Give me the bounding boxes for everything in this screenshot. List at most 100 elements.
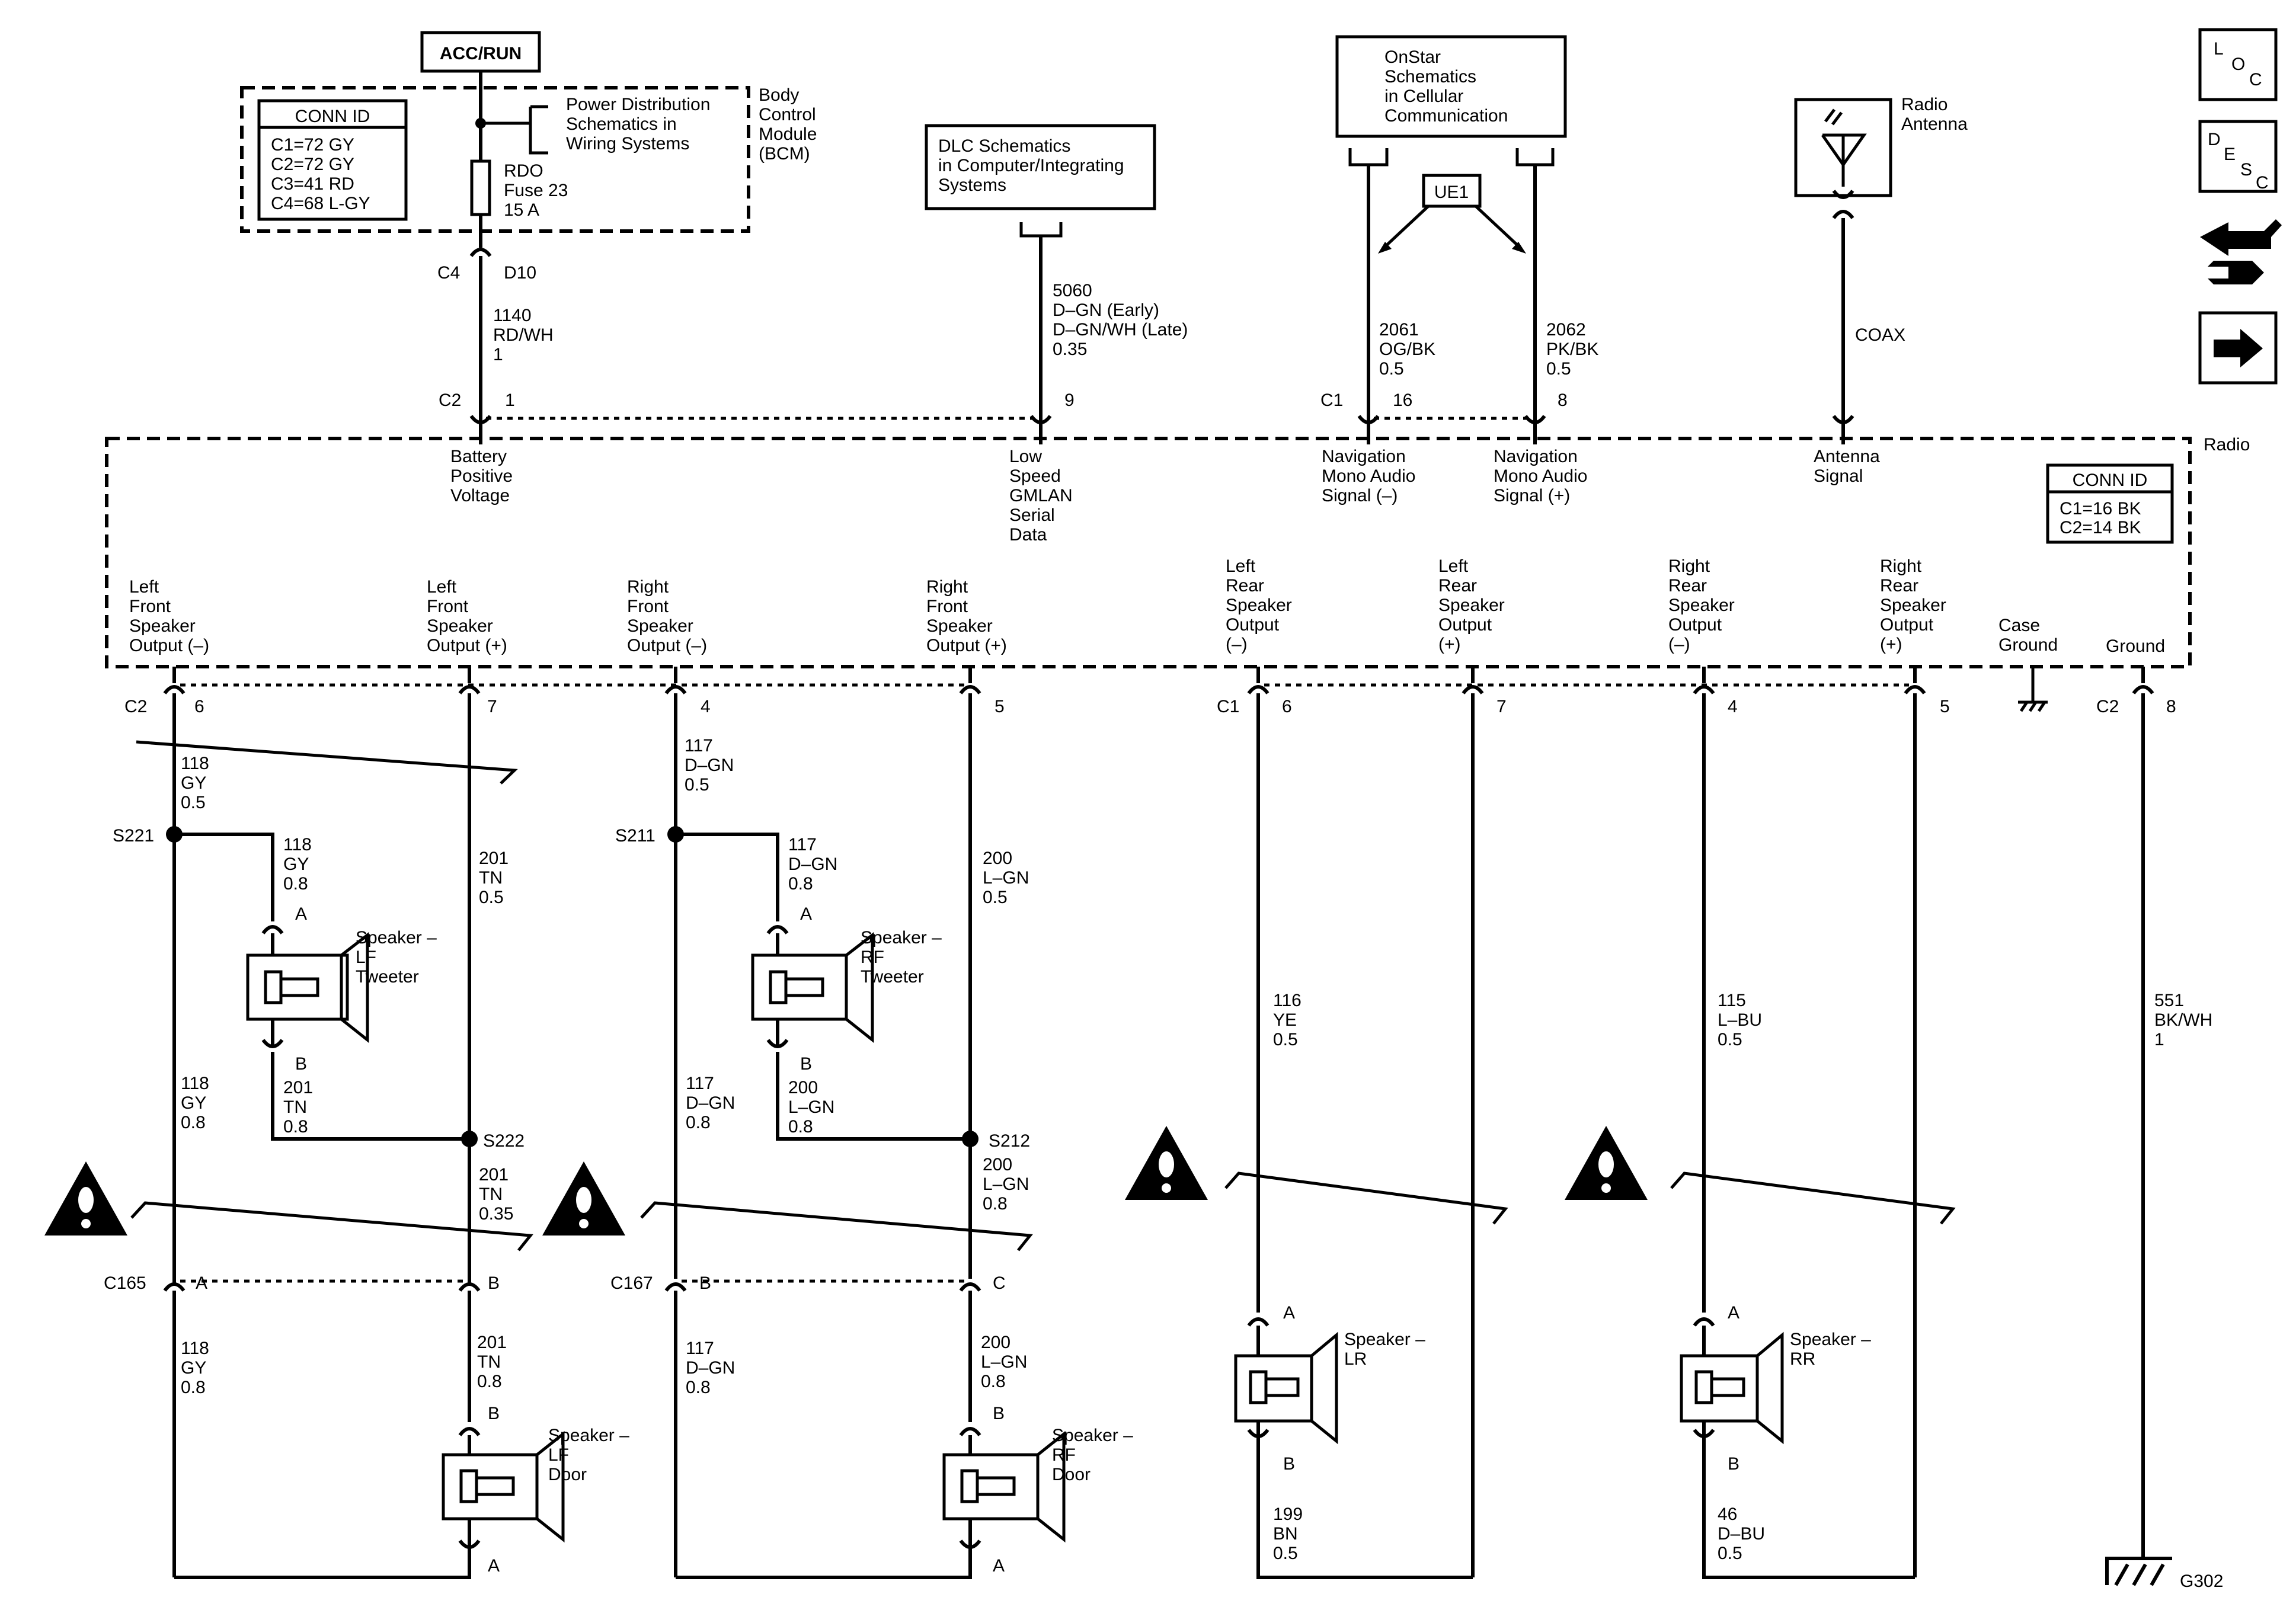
acc-run-label: ACC/RUN	[440, 44, 522, 63]
radio-bottom-connectors	[163, 685, 2154, 694]
rr-circuit	[1670, 693, 1956, 1579]
coax-label: COAX	[1855, 325, 1905, 345]
svg-text:B: B	[488, 1404, 500, 1423]
lf-door-speaker-icon	[442, 1453, 539, 1521]
radio-antenna-label: Radio Antenna	[1901, 95, 1968, 134]
svg-text:D E S C: D E S C	[2208, 130, 2269, 193]
ground-circuit	[2105, 693, 2172, 1586]
svg-text:5: 5	[994, 697, 1005, 716]
radio-conn-id-list: C1=16 BK C2=14 BK	[2060, 499, 2146, 537]
svg-text:A: A	[1283, 1303, 1295, 1323]
svg-text:A: A	[993, 1556, 1005, 1576]
rdo-fuse	[470, 159, 491, 216]
ue1-box	[1422, 174, 1482, 208]
svg-text:B: B	[800, 1054, 812, 1074]
svg-text:7: 7	[487, 697, 497, 716]
rr-speaker-label: Speaker –RR	[1790, 1330, 1871, 1369]
warning-icon[interactable]	[1125, 1126, 1208, 1200]
svg-text:A: A	[295, 904, 307, 924]
radio-conn-id-title: CONN ID	[2073, 470, 2148, 490]
splice-s212: S212	[989, 1131, 1030, 1151]
nav-minus-label: Navigation Mono Audio Signal (–)	[1322, 447, 1421, 505]
case-ground-label: Case Ground	[1998, 616, 2058, 655]
warning-icon[interactable]	[1565, 1126, 1648, 1200]
svg-text:16: 16	[1393, 391, 1412, 410]
radio-conn-id-box	[2046, 463, 2174, 544]
warning-icon[interactable]	[44, 1161, 127, 1235]
splice-s211: S211	[615, 826, 655, 846]
lr-minus-label: Left Rear Speaker Output (–)	[1226, 556, 1297, 654]
svg-text:4: 4	[1728, 697, 1738, 716]
lf-tweeter-speaker-icon	[246, 953, 343, 1021]
bcm-conn-id-title: CONN ID	[295, 107, 370, 126]
loc-icon[interactable]	[2198, 28, 2278, 101]
wire-2061-label: 2061 OG/BK 0.5	[1379, 320, 1440, 379]
onstar-box	[1335, 35, 1567, 138]
svg-text:C2: C2	[2096, 697, 2119, 716]
svg-text:1: 1	[505, 391, 515, 410]
svg-text:B: B	[1283, 1454, 1295, 1474]
svg-text:6: 6	[1282, 697, 1292, 716]
radio-box	[105, 437, 2192, 668]
rf-tweeter-speaker-icon	[751, 953, 848, 1021]
gmlan-label: Low Speed GMLAN Serial Data	[1009, 447, 1077, 545]
wire-5060-label: 5060 D–GN (Early) D–GN/WH (Late) 0.35	[1053, 281, 1193, 359]
c167-label: C167	[610, 1273, 653, 1293]
rr-plus-label: Right Rear Speaker Output (+)	[1880, 556, 1951, 654]
c4-label: C4	[437, 263, 460, 283]
desc-icon[interactable]	[2198, 120, 2278, 193]
lr-plus-label: Left Rear Speaker Output (+)	[1438, 556, 1510, 654]
svg-text:B: B	[993, 1404, 1005, 1423]
lr-speaker-icon	[1234, 1354, 1313, 1423]
svg-text:6: 6	[194, 697, 204, 716]
connector-tool-icon[interactable]	[2200, 219, 2282, 284]
g302-label: G302	[2180, 1571, 2223, 1591]
fuse-label: RDO Fuse 23 15 A	[504, 161, 573, 220]
dlc-label: DLC Schematics in Computer/Integrating S…	[938, 136, 1129, 195]
svg-text:5: 5	[1940, 697, 1950, 716]
lr-speaker-label: Speaker –LR	[1344, 1330, 1425, 1369]
svg-text:C1: C1	[1217, 697, 1239, 716]
rr-minus-label: Right Rear Speaker Output (–)	[1668, 556, 1739, 654]
svg-text:B: B	[1728, 1454, 1739, 1474]
warning-icon[interactable]	[542, 1161, 625, 1235]
svg-text:A: A	[196, 1273, 207, 1293]
bcm-label: Body Control Module (BCM)	[759, 85, 822, 164]
bcm-conn-id-box	[257, 99, 408, 221]
ground-label: Ground	[2106, 636, 2165, 656]
dlc-box	[925, 124, 1156, 210]
nav-plus-label: Navigation Mono Audio Signal (+)	[1494, 447, 1593, 505]
svg-text:A: A	[488, 1556, 500, 1576]
lf-minus-label: Left Front Speaker Output (–)	[129, 577, 209, 655]
svg-text:B: B	[699, 1273, 711, 1293]
svg-text:A: A	[800, 904, 812, 924]
onstar-label: OnStar Schematics in Cellular Communicat…	[1384, 47, 1508, 126]
svg-text:L O C: L O C	[2214, 39, 2262, 89]
wire-2062-label: 2062 PK/BK 0.5	[1546, 320, 1604, 379]
svg-text:A: A	[1728, 1303, 1739, 1323]
svg-text:C2: C2	[439, 391, 461, 410]
lr-circuit	[1224, 693, 1508, 1579]
svg-text:8: 8	[1558, 391, 1568, 410]
battery-positive-voltage-label: Battery Positive Voltage	[450, 447, 517, 505]
lf-plus-label: Left Front Speaker Output (+)	[427, 577, 507, 655]
antenna-signal-label: Antenna Signal	[1814, 447, 1885, 486]
